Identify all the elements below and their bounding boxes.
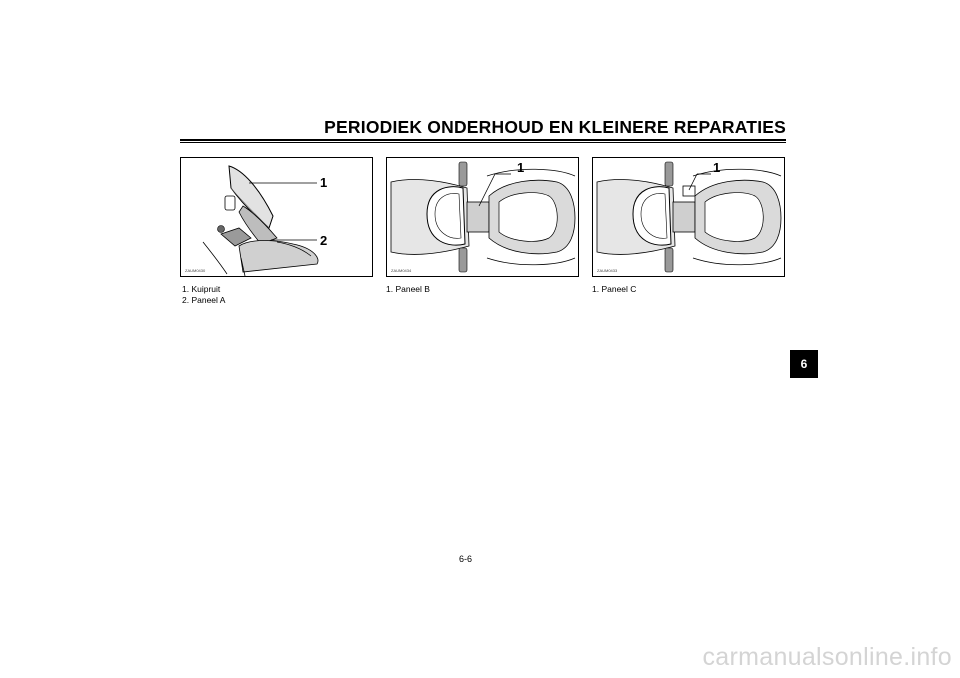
caption-item: 1. Kuipruit (182, 284, 221, 294)
figure-code: ZAUM0434 (391, 268, 412, 273)
callout-label: 1 (713, 160, 721, 175)
figure-panel-c: ZAUM0433 1 (592, 157, 785, 277)
windscreen-illustration (202, 165, 319, 276)
figure-code: ZAUM0433 (597, 268, 618, 273)
figure-caption-panel-c: 1. Paneel C (592, 284, 636, 295)
figure-windscreen: ZAUM0430 1 2 (180, 157, 373, 277)
caption-item: 2. Paneel A (182, 295, 226, 305)
figure-code: ZAUM0430 (185, 268, 206, 273)
chapter-tab: 6 (790, 350, 818, 378)
callout-label: 2 (320, 233, 328, 248)
watermark: carmanualsonline.info (702, 643, 952, 671)
figure-caption-windscreen: 1. Kuipruit 2. Paneel A (182, 284, 225, 306)
page-title: PERIODIEK ONDERHOUD EN KLEINERE REPARATI… (324, 117, 786, 137)
caption-item: 1. Paneel B (386, 284, 430, 294)
page-number: 6-6 (459, 554, 473, 564)
title-rule (180, 139, 786, 141)
figure-panel-b: ZAUM0434 1 (386, 157, 579, 277)
callout-label: 1 (320, 175, 328, 190)
caption-item: 1. Paneel C (592, 284, 637, 294)
title-rule-thin (180, 142, 786, 143)
callout-label: 1 (517, 160, 525, 175)
scooter-top-view-illustration (596, 161, 782, 273)
figure-caption-panel-b: 1. Paneel B (386, 284, 430, 295)
scooter-top-view-illustration (390, 161, 576, 273)
